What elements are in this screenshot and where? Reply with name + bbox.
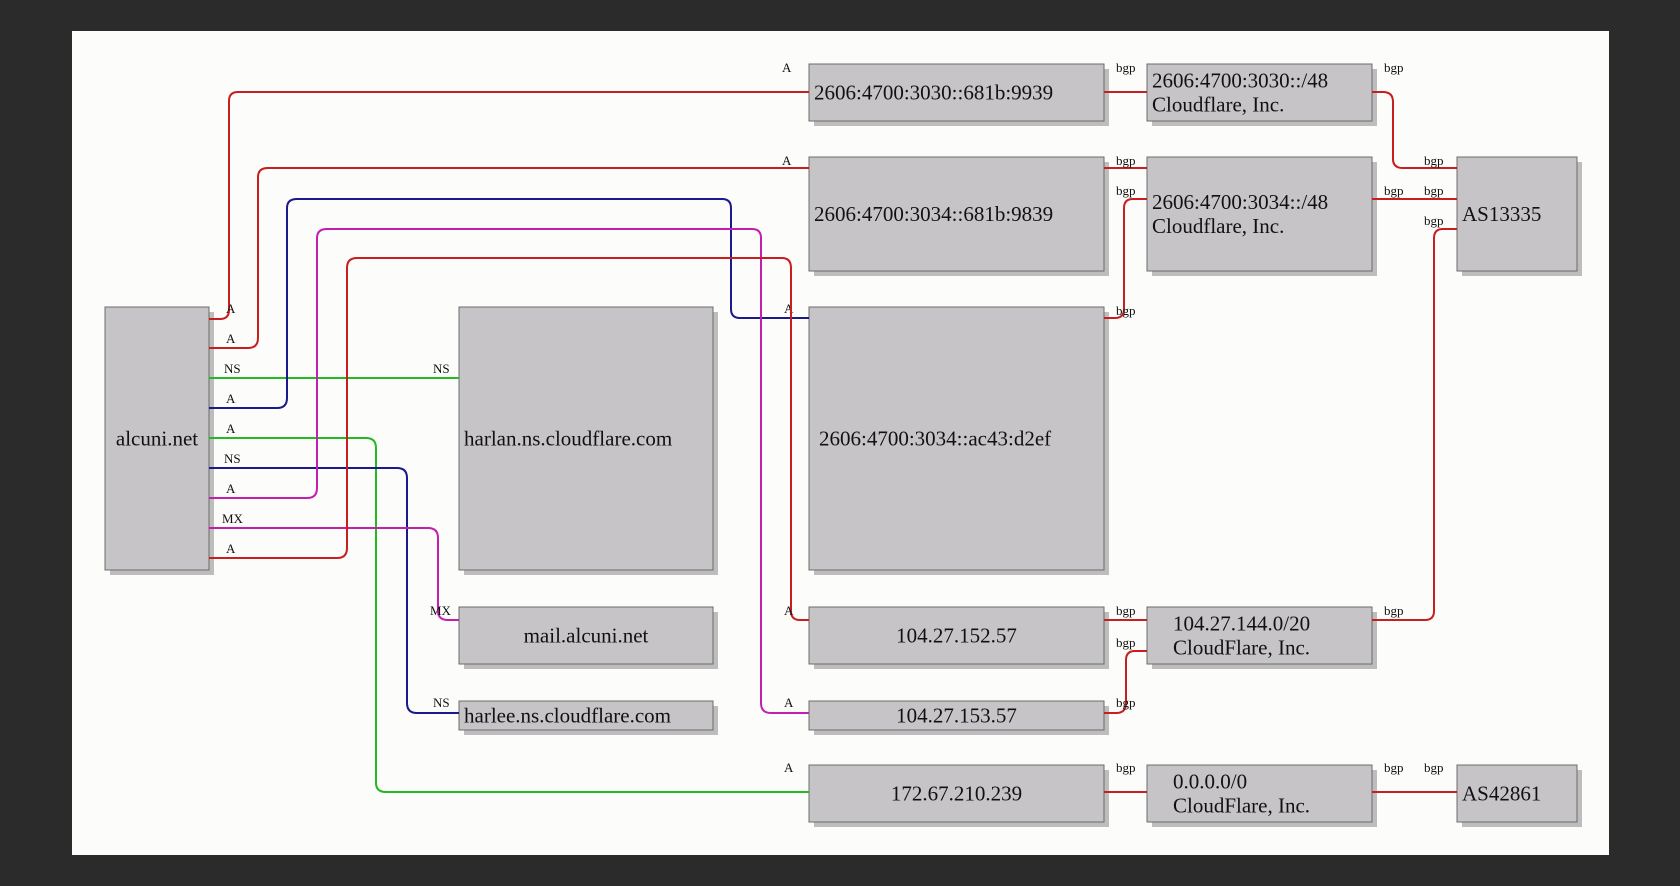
dns-graph: alcuni.net harlan.ns.cloudflare.com mail.a… [104,60,1582,827]
edge-label: bgp [1384,183,1404,198]
edge-label: bgp [1116,60,1136,75]
edge-label: NS [224,451,241,466]
edge-label: NS [224,361,241,376]
node-label: 2606:4700:3034::/48 [1152,190,1328,214]
edge-domain-to-ip4-210: AA [209,421,809,793]
edge-label: A [782,153,792,168]
edge-label: NS [433,361,450,376]
node-as13335: AS13335 [1456,156,1582,276]
diagram-canvas: alcuni.net harlan.ns.cloudflare.com mail.a… [72,31,1609,855]
edge-ip6-d2ef-to-pfx-3034: bgp bgp [1104,183,1147,319]
node-ip6-d2ef: 2606:4700:3034::ac43:d2ef [808,306,1109,575]
edge-label: A [226,421,236,436]
node-ns-harlee: harlee.ns.cloudflare.com [458,700,718,735]
node-ip4-152: 104.27.152.57 [808,606,1109,669]
edge-domain-to-ns-harlee: NS NS [209,451,459,714]
edge-label: bgp [1116,153,1136,168]
edge-ip4-210-to-pfx-zero: bgp [1104,760,1147,793]
edge-label: A [226,391,236,406]
node-ip6-9839: 2606:4700:3034::681b:9839 [808,156,1109,276]
node-label: 2606:4700:3030::/48 [1152,69,1328,93]
edge-label: MX [430,603,452,618]
node-label: 104.27.153.57 [896,704,1017,728]
node-ip4-153: 104.27.153.57 [808,700,1109,735]
edge-label: A [782,60,792,75]
edge-label: A [784,760,794,775]
node-label: harlan.ns.cloudflare.com [464,427,672,451]
edge-pfx-144-to-as13335: bgp bgp [1372,213,1457,621]
edge-label: A [784,603,794,618]
node-ip6-9939: 2606:4700:3030::681b:9939 [808,63,1109,126]
node-label: 172.67.210.239 [891,782,1022,806]
node-label: 2606:4700:3034::681b:9839 [814,202,1053,226]
edge-label: A [784,695,794,710]
edge-ip4-152-to-pfx-144: bgp [1104,603,1147,621]
edge-domain-to-ip6-9839: AA [209,153,809,349]
edge-label: NS [433,695,450,710]
node-label: AS13335 [1462,202,1541,226]
edge-ip4-153-to-pfx-144: bgp bgp [1104,635,1147,714]
node-label: 104.27.144.0/20 [1173,612,1310,636]
node-label: harlee.ns.cloudflare.com [464,704,671,728]
node-domain: alcuni.net [104,306,214,575]
edge-domain-to-mx-mail: MX MX [209,511,459,621]
edge-domain-to-ip4-152: AA [209,257,809,621]
edge-label: bgp [1424,183,1444,198]
edge-label: bgp [1116,635,1136,650]
edge-ip6-9939-to-pfx-3030: bgp [1104,60,1147,93]
edge-label: bgp [1116,603,1136,618]
node-mx-mail: mail.alcuni.net [458,606,718,669]
node-label: Cloudflare, Inc. [1152,93,1284,117]
node-label: CloudFlare, Inc. [1173,636,1310,660]
edge-label: bgp [1384,603,1404,618]
node-label: mail.alcuni.net [524,624,649,648]
node-label: 2606:4700:3034::ac43:d2ef [819,427,1051,451]
node-label: 0.0.0.0/0 [1173,770,1247,794]
edge-label: bgp [1116,183,1136,198]
edge-label: bgp [1384,60,1404,75]
edge-label: bgp [1116,760,1136,775]
edge-label: bgp [1424,760,1444,775]
node-label: 104.27.152.57 [896,624,1017,648]
edge-label: A [784,301,794,316]
edge-label: bgp [1116,303,1136,318]
edge-domain-to-ip6-9939: AA [209,60,809,320]
node-as42861: AS42861 [1456,764,1582,827]
edge-label: A [226,301,236,316]
edge-ip6-9839-to-pfx-3034: bgp [1104,153,1147,169]
node-label: Cloudflare, Inc. [1152,214,1284,238]
node-label: CloudFlare, Inc. [1173,794,1310,818]
node-label: 2606:4700:3030::681b:9939 [814,81,1053,105]
node-label: AS42861 [1462,782,1541,806]
edge-label: bgp [1116,695,1136,710]
edge-domain-to-ip6-d2ef: AA [209,198,809,409]
edge-label: bgp [1384,760,1404,775]
edge-pfx-3030-to-as13335: bgp bgp [1372,60,1457,169]
edge-pfx-3034-to-as13335: bgp bgp [1372,183,1457,200]
edge-domain-to-ns-harlan: NS NS [209,361,459,379]
node-ns-harlan: harlan.ns.cloudflare.com [458,306,718,575]
edge-pfx-zero-to-as42861: bgp bgp [1372,760,1457,793]
edge-label: A [226,481,236,496]
edge-label: bgp [1424,213,1444,228]
edge-label: A [226,541,236,556]
node-ip4-210: 172.67.210.239 [808,764,1109,827]
edge-label: bgp [1424,153,1444,168]
edge-label: MX [222,511,244,526]
node-label: alcuni.net [116,427,198,451]
edge-label: A [226,331,236,346]
edge-domain-to-ip4-153: AA [209,228,809,714]
